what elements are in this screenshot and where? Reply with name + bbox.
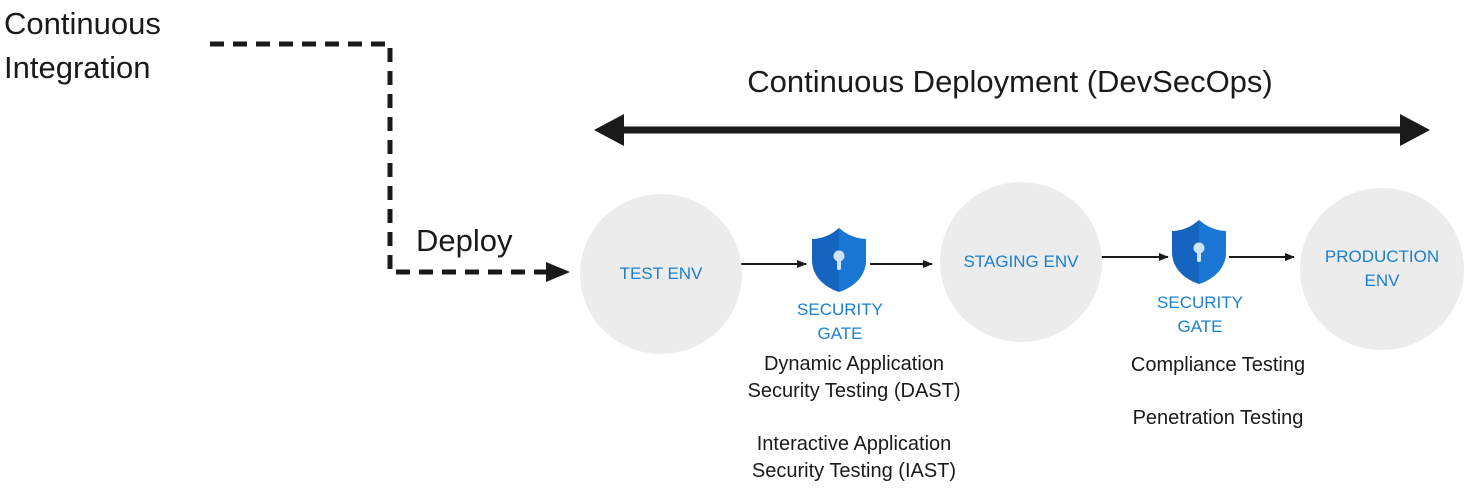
continuous-integration-label: Continuous Integration bbox=[4, 6, 161, 85]
security-gate-2-label: SECURITY GATE bbox=[1157, 293, 1243, 336]
shield-lock-icon bbox=[812, 228, 866, 292]
staging-env-label: STAGING ENV bbox=[963, 252, 1079, 271]
shield-lock-icon bbox=[1172, 220, 1226, 284]
gate-1-note-iast: Interactive Application Security Testing… bbox=[751, 433, 957, 482]
gate-2-note-penetration: Penetration Testing bbox=[1132, 407, 1304, 429]
gate-1-note-dast: Dynamic Application Security Testing (DA… bbox=[747, 353, 961, 402]
gate-2-note-compliance: Compliance Testing bbox=[1130, 354, 1306, 376]
production-env-node: PRODUCTION ENV bbox=[1300, 188, 1464, 350]
test-env-node: TEST ENV bbox=[580, 194, 742, 354]
production-env-label: PRODUCTION ENV bbox=[1324, 247, 1440, 290]
ci-to-deploy-dashed-line bbox=[210, 41, 548, 275]
staging-env-node: STAGING ENV bbox=[940, 182, 1102, 342]
deploy-arrowhead bbox=[546, 262, 570, 282]
continuous-deployment-title: Continuous Deployment (DevSecOps) bbox=[747, 64, 1273, 99]
test-env-label: TEST ENV bbox=[619, 264, 703, 283]
cd-arrowhead-left bbox=[594, 114, 624, 146]
deploy-label: Deploy bbox=[416, 223, 513, 258]
cd-arrowhead-right bbox=[1400, 114, 1430, 146]
security-gate-1-label: SECURITY GATE bbox=[797, 300, 883, 343]
